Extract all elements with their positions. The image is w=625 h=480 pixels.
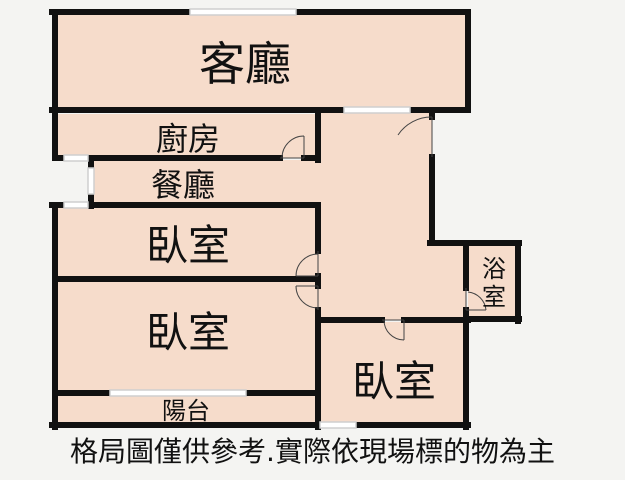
balcony-label: 陽台 <box>162 397 210 425</box>
window-balcony <box>109 389 247 397</box>
door-bedroom-2 <box>295 285 319 310</box>
bedroom-1-label: 臥室 <box>146 221 230 270</box>
bedroom-3-label: 臥室 <box>352 357 436 406</box>
bedroom-3-area <box>320 322 466 423</box>
window-living-room <box>189 8 297 16</box>
bathroom-area <box>468 245 516 318</box>
door-main <box>397 116 433 157</box>
living-room-area <box>55 14 467 107</box>
kitchen-label: 廚房 <box>156 120 220 158</box>
windows <box>63 8 411 429</box>
doors <box>280 116 487 341</box>
bathroom-label-line1: 浴 <box>482 255 506 283</box>
door-bathroom <box>465 288 487 311</box>
window-bedroom-1 <box>63 201 89 209</box>
hallway-lower-area <box>430 244 466 320</box>
floor-plan-drawing: 客廳 廚房 餐廳 臥室 臥室 臥室 陽台 浴 室 <box>49 8 522 430</box>
disclaimer-text: 格局圖僅供參考.實際依現場標的物為主 <box>70 435 555 468</box>
window-bedroom-3 <box>319 421 357 429</box>
door-bedroom-3 <box>382 319 405 341</box>
bathroom-label-line2: 室 <box>482 283 506 311</box>
dining-room-area <box>90 160 316 204</box>
hallway-area <box>316 110 432 320</box>
door-bedroom-1 <box>295 251 319 277</box>
bedroom-2-area <box>55 282 316 392</box>
window-living-opening <box>343 106 411 114</box>
walls <box>49 9 522 430</box>
bedroom-2-label: 臥室 <box>146 308 230 357</box>
living-room-label: 客廳 <box>199 37 291 91</box>
door-kitchen <box>280 135 305 159</box>
dining-room-label: 餐廳 <box>151 166 215 204</box>
bedroom-1-area <box>55 206 316 276</box>
balcony-area <box>55 395 316 423</box>
window-kitchen <box>63 154 89 162</box>
room-fills <box>55 14 516 423</box>
kitchen-area <box>55 114 316 158</box>
window-dining <box>87 167 95 195</box>
